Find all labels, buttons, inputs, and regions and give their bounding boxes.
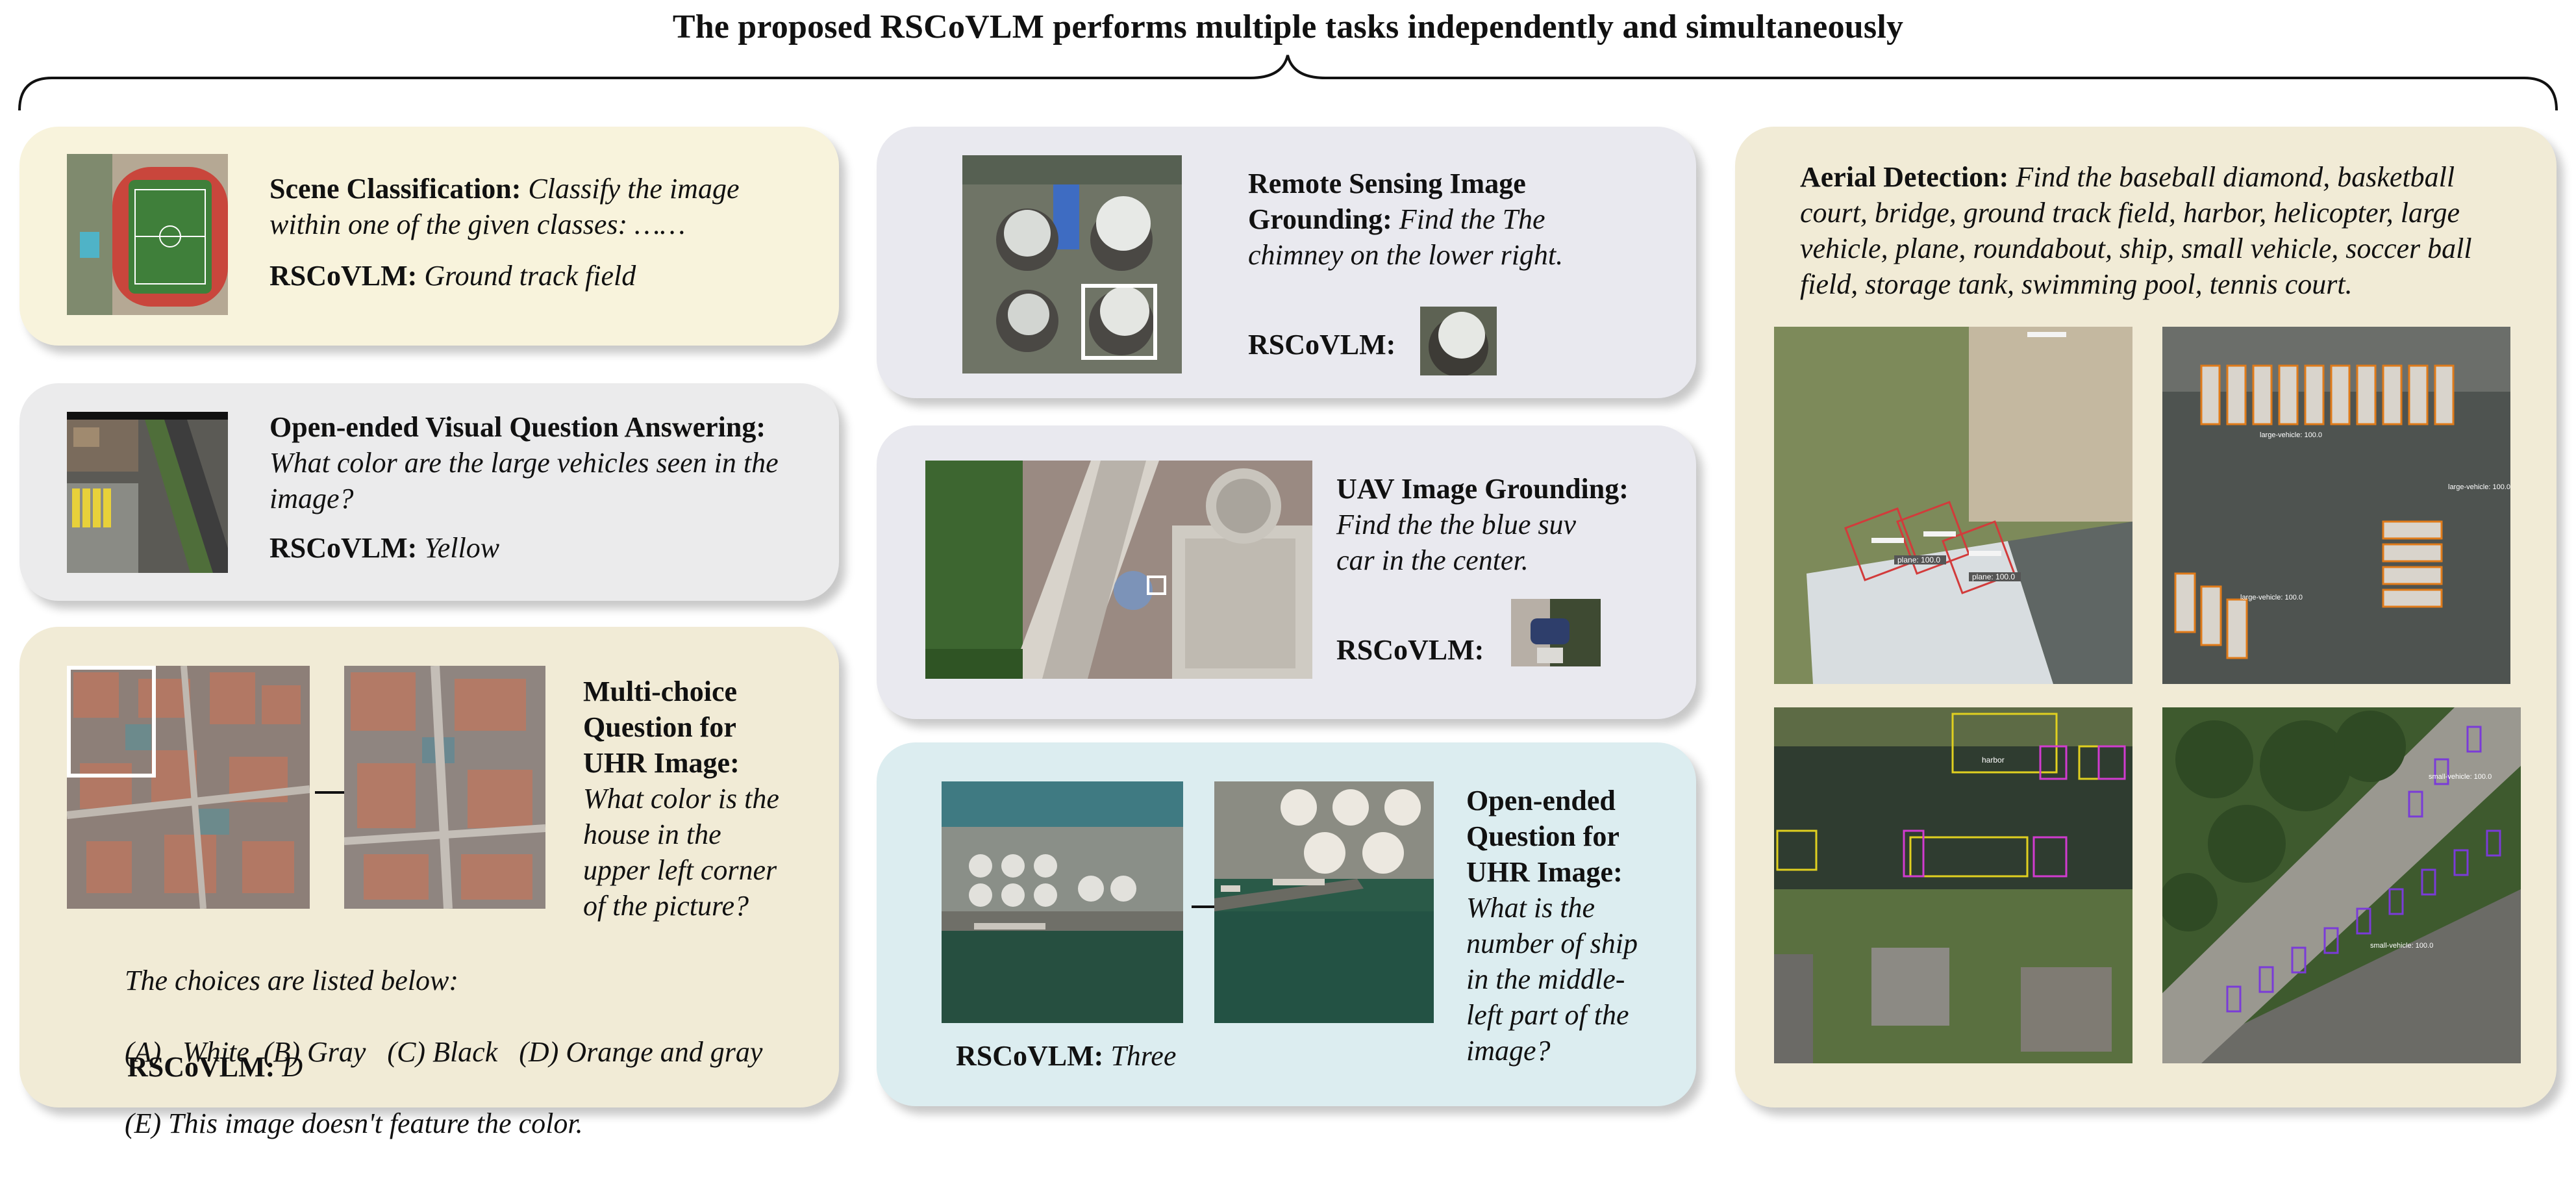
uhr-label-0: Open-ended	[1466, 785, 1616, 816]
detection-image-small-vehicles: small-vehicle: 100.0 small-vehicle: 100.…	[2162, 707, 2521, 1063]
multichoice-label-0: Multi-choice	[583, 676, 738, 707]
multichoice-prompt-3: of the picture?	[583, 890, 749, 922]
vehicle-label: large-vehicle: 100.0	[2448, 483, 2510, 491]
vqa-answer: RSCoVLM: Yellow	[269, 530, 499, 566]
scene-label: Scene Classification:	[269, 173, 521, 205]
uav-answer-crop	[1511, 599, 1601, 666]
uav-answer-label: RSCoVLM:	[1336, 634, 1484, 666]
vqa-text: Open-ended Visual Question Answering: Wh…	[269, 409, 815, 516]
multichoice-prompt-1: house in the	[583, 818, 721, 850]
ship-detections	[1903, 745, 2126, 878]
aerial-detection-panel: Aerial Detection: Find the baseball diam…	[1735, 127, 2557, 1107]
small-vehicle-label: small-vehicle: 100.0	[2429, 773, 2492, 781]
multichoice-prompt-2: upper left corner	[583, 854, 777, 886]
scene-answer-label: RSCoVLM:	[269, 260, 418, 292]
rs-answer-crop	[1420, 307, 1497, 375]
small-vehicle-detections	[2226, 726, 2501, 1013]
vqa-image	[67, 412, 228, 573]
vehicle-label: large-vehicle: 100.0	[2240, 594, 2303, 601]
scene-classification-panel: Scene Classification: Classify the image…	[19, 127, 839, 346]
uhr-label-2: UHR Image:	[1466, 856, 1623, 888]
choices-line-2: (E) This image doesn't feature the color…	[125, 1107, 583, 1139]
uhr-prompt-4: image?	[1466, 1035, 1551, 1067]
detection-image-vehicles: large-vehicle: 100.0 large-vehicle: 100.…	[2162, 327, 2510, 684]
uhr-prompt-2: in the middle-	[1466, 963, 1625, 995]
brace-decoration	[18, 55, 2558, 111]
multichoice-panel: Multi-choice Question for UHR Image: Wha…	[19, 627, 839, 1139]
rs-grounding-panel: Remote Sensing Image Grounding: Find the…	[877, 127, 1696, 398]
uhr-question-panel: Open-ended Question for UHR Image: What …	[877, 742, 1696, 1106]
aerial-prompt-1: court, bridge, ground track field, harbo…	[1800, 197, 2460, 229]
uav-prompt-1: car in the center.	[1336, 544, 1529, 576]
uhr-prompt-0: What is the	[1466, 892, 1595, 924]
rs-grounding-text: Remote Sensing Image Grounding: Find the…	[1248, 166, 1651, 273]
multichoice-label-2: UHR Image:	[583, 747, 740, 779]
aerial-prompt-0: Find the baseball diamond, basketball	[2016, 161, 2455, 193]
vqa-prompt: What color are the large vehicles seen i…	[269, 447, 779, 514]
scene-image	[67, 154, 228, 315]
uhr-text: Open-ended Question for UHR Image: What …	[1466, 783, 1681, 1069]
scene-answer-value: Ground track field	[424, 260, 636, 292]
aerial-prompt-3: field, storage tank, swimming pool, tenn…	[1800, 268, 2353, 300]
rs-prompt-first: Find the The	[1399, 203, 1545, 235]
vqa-label: Open-ended Visual Question Answering:	[269, 411, 766, 443]
uhr-answer-value: Three	[1110, 1040, 1177, 1072]
page-title: The proposed RSCoVLM performs multiple t…	[672, 8, 1904, 45]
multichoice-prompt-0: What color is the	[583, 783, 779, 815]
rs-label-0: Remote Sensing Image	[1248, 168, 1526, 199]
uav-image	[925, 461, 1312, 679]
uhr-image-full	[942, 781, 1183, 1023]
plane-label-bg	[1894, 555, 1946, 564]
multichoice-answer: RSCoVLM: D	[127, 1049, 303, 1085]
detection-image-planes: plane: 100.0 plane: 100.0	[1774, 327, 2132, 684]
rs-answer: RSCoVLM:	[1248, 327, 1395, 362]
aerial-label: Aerial Detection:	[1800, 161, 2009, 193]
rs-grounding-image	[962, 155, 1182, 373]
multichoice-answer-label: RSCoVLM:	[127, 1051, 275, 1083]
multichoice-image-crop	[344, 666, 545, 909]
multichoice-label-1: Question for	[583, 711, 736, 743]
aerial-prompt-2: vehicle, plane, roundabout, ship, small …	[1800, 233, 2472, 264]
uhr-answer: RSCoVLM: Three	[956, 1038, 1176, 1074]
vqa-answer-value: Yellow	[424, 532, 500, 564]
small-vehicle-label: small-vehicle: 100.0	[2370, 942, 2433, 950]
rs-label-1: Grounding:	[1248, 203, 1392, 235]
uav-grounding-panel: UAV Image Grounding: Find the the blue s…	[877, 425, 1696, 719]
scene-prompt: Classify the image within one of the giv…	[269, 173, 740, 240]
aerial-text: Aerial Detection: Find the baseball diam…	[1800, 159, 2527, 302]
vqa-panel: Open-ended Visual Question Answering: Wh…	[19, 383, 839, 601]
harbor-label: harbor	[1982, 755, 2005, 765]
scene-answer: RSCoVLM: Ground track field	[269, 258, 636, 294]
multichoice-choices: The choices are listed below: (A) White …	[96, 927, 823, 1177]
rs-answer-label: RSCoVLM:	[1248, 329, 1396, 361]
multichoice-text: Multi-choice Question for UHR Image: Wha…	[583, 674, 817, 924]
choices-line-1: (A) White (B) Gray (C) Black (D) Orange …	[125, 1036, 763, 1068]
uhr-prompt-3: left part of the	[1466, 999, 1629, 1031]
vqa-answer-label: RSCoVLM:	[269, 532, 418, 564]
uhr-label-1: Question for	[1466, 820, 1619, 852]
uhr-image-crop	[1214, 781, 1434, 1023]
uav-grounding-box	[1147, 576, 1166, 595]
grounding-box	[1081, 284, 1157, 360]
uav-text: UAV Image Grounding: Find the the blue s…	[1336, 471, 1674, 578]
scene-text: Scene Classification: Classify the image…	[269, 171, 808, 242]
vehicle-detections	[2174, 364, 2455, 659]
highlight-box	[67, 666, 156, 778]
rs-prompt-second: chimney on the lower right.	[1248, 239, 1564, 271]
uhr-prompt-1: number of ship	[1466, 928, 1638, 959]
multichoice-answer-value: D	[282, 1051, 303, 1083]
uav-label: UAV Image Grounding:	[1336, 473, 1629, 505]
vehicle-label: large-vehicle: 100.0	[2260, 431, 2322, 439]
detection-image-harbor: harbor	[1774, 707, 2132, 1063]
uav-answer: RSCoVLM:	[1336, 632, 1484, 668]
uhr-answer-label: RSCoVLM:	[956, 1040, 1104, 1072]
plane-label: plane: 100.0	[1972, 572, 2015, 581]
uav-prompt-0: Find the the blue suv	[1336, 509, 1577, 540]
plane-label: plane: 100.0	[1897, 555, 1940, 564]
choices-intro: The choices are listed below:	[125, 965, 459, 996]
multichoice-image-full	[67, 666, 310, 909]
